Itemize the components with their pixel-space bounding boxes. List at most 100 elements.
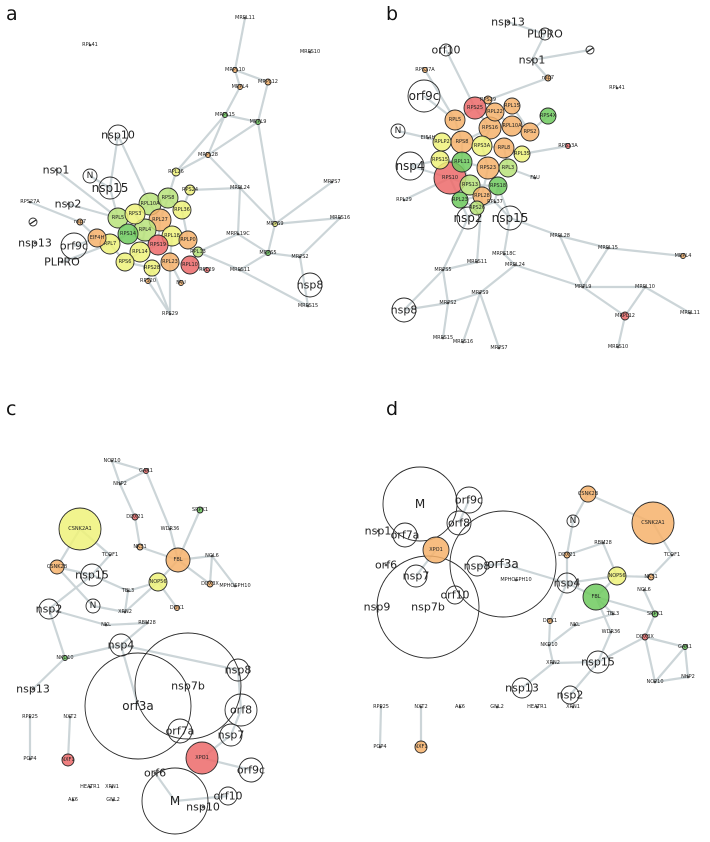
node-d-NKS1: NKS1: [644, 573, 658, 581]
node-b-MRPL4: MRPL4: [675, 253, 692, 259]
node-dot-b-MRPL10: [643, 285, 647, 289]
node-label-d-DDX1: DDX1: [543, 618, 557, 624]
slash-icon: [586, 47, 594, 53]
node-a-RPL13: RPL13: [190, 246, 206, 258]
node-b-RPL15: RPL15: [503, 97, 521, 115]
node-label-a-PLPRO: PLPRO: [44, 256, 80, 269]
node-d-DDX1: DDX1: [543, 618, 557, 624]
node-label-b-MRPL10: MRPL10: [635, 284, 655, 290]
node-label-d-MPHOSPH10: MPHOSPH10: [500, 577, 531, 583]
node-dot-b-MRPL24: [513, 263, 517, 267]
node-label-c-orf7a: orf7a: [166, 725, 195, 738]
node-b-N: N: [390, 123, 406, 139]
node-label-c-CSNK2A1: CSNK2A1: [68, 526, 91, 532]
edge-c-TCOF1-nsp15: [91, 554, 111, 576]
node-circle-d-nsp8: [466, 555, 488, 577]
node-d-XPO1: XPO1: [422, 536, 450, 564]
edge-c-nsp7-orf8: [229, 709, 243, 736]
node-a-RPL26: RPL26: [168, 167, 184, 177]
edge-d-DDX3X-SRPK1: [643, 613, 657, 638]
node-b-RPL3: RPL3: [498, 158, 518, 178]
node-dot-b-EIF4H: [426, 136, 430, 140]
node-label-a-RPL18: RPL18: [164, 233, 180, 239]
node-dot-d-WDR36: [609, 630, 613, 634]
edge-b-MRPS11-MRPS5: [442, 260, 478, 272]
node-label-d-AK6: AK6: [455, 704, 465, 710]
node-c-AK6: AK6: [68, 797, 78, 803]
edge-c-nsp2-nsp15: [48, 574, 93, 610]
node-label-a-RPL41: RPL41: [82, 42, 98, 48]
node-circle-a-nsp15: [98, 176, 122, 200]
node-label-b-RPL15: RPL15: [504, 103, 520, 109]
node-b-MRPL28: MRPL28: [550, 233, 570, 239]
edge-d-nsp4-orf3a: [502, 562, 568, 585]
node-circle-a-MRPS5: [265, 250, 271, 256]
node-circle-d-N: [566, 514, 580, 528]
node-label-c-GAR1: GAR1: [139, 468, 153, 474]
node-dot-d-HEATR1: [535, 705, 539, 709]
node-circle-b-MRPL12: [620, 311, 630, 321]
node-label-d-orf7a: orf7a: [391, 529, 420, 542]
edge-c-nsp4-NKD10: [64, 643, 122, 660]
edge-c-NXT2-NXF1: [66, 716, 72, 761]
edge-b-PLPRO-nsp1: [531, 33, 546, 61]
edge-d-RPP25-POP4: [378, 706, 383, 748]
node-circle-d-CSNK2B: [579, 485, 597, 503]
node-label-a-RPL10: RPL10: [182, 262, 198, 268]
edge-a-MRPL19C-RPL13: [197, 232, 239, 254]
node-circle-a-N: [82, 168, 98, 184]
node-circle-b-MRPL4: [680, 253, 686, 259]
edge-b-nsp13-PLPRO: [507, 20, 546, 36]
node-label-b-RPS18: RPS18: [490, 183, 506, 189]
node-d-orf10: orf10: [440, 585, 470, 605]
node-label-b-RPL37: RPL37: [487, 199, 503, 205]
node-dot-b-MRPS9: [478, 291, 482, 295]
node-dot-c-RPP25: [28, 715, 32, 719]
node-d-NHP2: NHP2: [681, 674, 695, 680]
node-circle-d-FBL: [582, 583, 610, 611]
node-b-RPL41: RPL41: [609, 85, 625, 91]
node-dot-b-MRPS16: [461, 340, 465, 344]
node-a-RPS24: RPS24: [182, 184, 198, 196]
node-b-MRPS11: MRPS11: [467, 259, 487, 265]
node-d-orf7a: orf7a: [391, 522, 420, 548]
node-label-d-nsp1: nsp1: [365, 525, 392, 538]
slash-icon: [29, 219, 37, 225]
node-label-a-nsp15: nsp15: [92, 181, 129, 195]
node-dot-d-TCOF1: [670, 553, 674, 557]
node-circle-c-FBL: [165, 547, 191, 573]
node-label-d-M: M: [415, 497, 425, 511]
edge-b-MRPS2-MRPS15: [441, 302, 450, 339]
node-c-orf8: orf8: [224, 693, 258, 727]
edge-c-nsp8-orf8: [236, 669, 243, 711]
node-circle-b-RPL10A: [501, 115, 523, 137]
node-label-b-RPS16: RPS16: [482, 125, 498, 131]
node-c-NKL: NKL: [101, 622, 111, 628]
node-a-nsp8: nsp8: [297, 272, 323, 298]
node-b-MRPS16: MRPS16: [453, 339, 473, 345]
node-label-a-MRPS7: MRPS7: [323, 179, 340, 185]
node-a-nsp15: nsp15: [92, 176, 129, 200]
node-circle-a-RPL26: [171, 167, 181, 177]
node-c-SRPK1: SRPK1: [192, 506, 208, 514]
node-circle-a-MRPL28: [205, 152, 211, 158]
node-circle-b-nsp15: [497, 205, 523, 231]
node-label-d-NXF1: NXF1: [414, 744, 427, 750]
node-dot-c-MPHOSPH10: [233, 584, 237, 588]
node-dot-a-MRPL11: [243, 16, 247, 20]
node-circle-a-RPS3: [124, 203, 146, 225]
node-label-d-orf6: orf6: [375, 559, 397, 572]
node-label-a-RPS27A: RPS27A: [20, 199, 40, 205]
node-circle-a-RPS6: [115, 252, 135, 272]
node-label-a-MRPL24: MRPL24: [230, 185, 250, 191]
node-circle-a-orf9c: [60, 232, 88, 260]
node-c-HEATR1: HEATR1: [80, 784, 100, 790]
node-b-RPS3A: RPS3A: [471, 135, 493, 157]
edge-b-nsp15-MRPL28: [509, 216, 561, 238]
node-b-nsp7: nsp7: [542, 74, 554, 82]
node-a-MRPS15: MRPS15: [298, 303, 318, 309]
node-b-RPL10A: RPL10A: [501, 115, 523, 137]
node-label-c-XRN2: XRN2: [118, 609, 132, 615]
node-circle-d-orf8: [446, 510, 472, 536]
node-circle-d-nsp2: [560, 685, 580, 705]
